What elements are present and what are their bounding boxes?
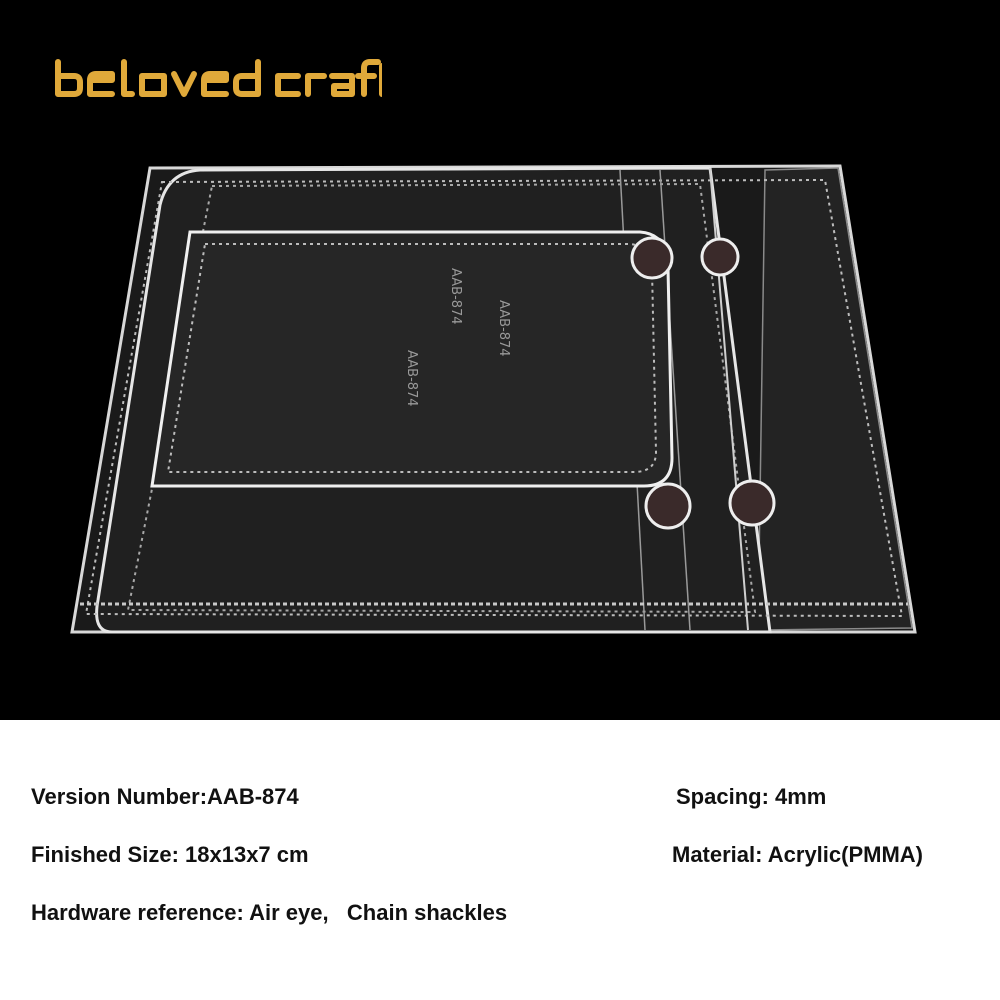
engraving-1: AAB-874 xyxy=(496,300,511,357)
air-eye-hole-3 xyxy=(644,482,692,530)
engraving-2: AAB-874 xyxy=(448,268,463,325)
air-eye-hole-4 xyxy=(728,479,776,527)
air-eye-hole-2 xyxy=(700,237,740,277)
acrylic-template-illustration: AAB-874 AAB-874 AAB-874 xyxy=(70,164,917,634)
spec-panel: Version Number:AAB-874 Spacing: 4mm Fini… xyxy=(0,720,1000,1000)
engraving-3: AAB-874 xyxy=(404,350,419,407)
air-eye-hole-1 xyxy=(630,236,674,280)
version-number: Version Number:AAB-874 xyxy=(31,784,299,809)
stitch-line-outer xyxy=(84,178,904,618)
stitch-line-middle xyxy=(126,182,757,614)
hardware-reference: Hardware reference: Air eye, Chain shack… xyxy=(31,900,508,925)
finished-size: Finished Size: 18x13x7 cm xyxy=(31,842,309,867)
product-photo: AAB-874 AAB-874 AAB-874 xyxy=(0,0,1000,720)
right-strip-panel xyxy=(757,167,913,631)
material: Material: Acrylic(PMMA) xyxy=(672,842,924,867)
inner-acrylic-pocket xyxy=(150,230,674,488)
brand-logo-mark xyxy=(55,59,382,97)
spacing: Spacing: 4mm xyxy=(676,784,827,809)
